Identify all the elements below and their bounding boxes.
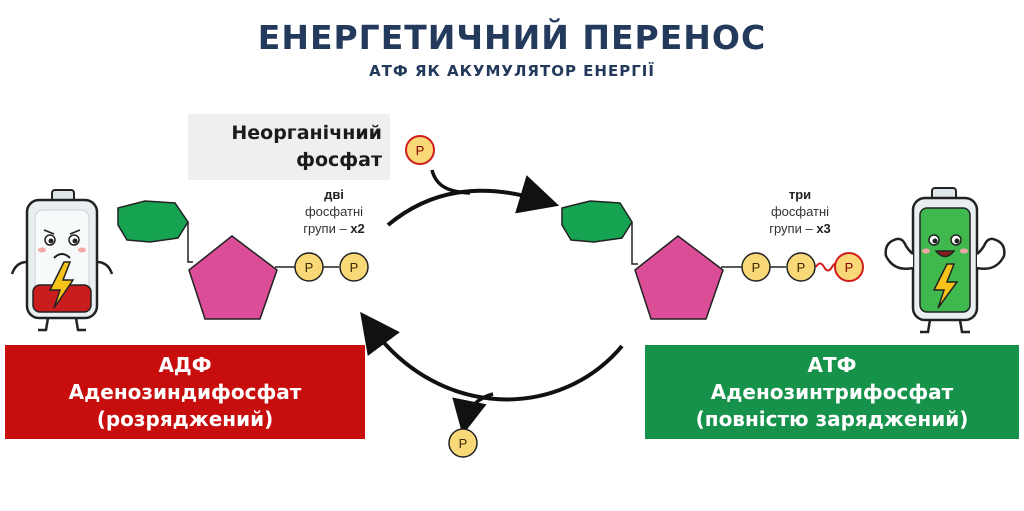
svg-text:P: P <box>305 260 314 275</box>
adp-adenine-bond <box>187 222 193 263</box>
adp-phosphate-2 <box>339 252 369 282</box>
svg-text:P: P <box>752 260 761 275</box>
atp-state: (повністю заряджений) <box>695 406 969 431</box>
adp-panel: АДФ Аденозиндифосфат (розряджений) <box>5 345 365 439</box>
svg-text:P: P <box>459 436 468 451</box>
atp-ribose <box>634 235 724 320</box>
svg-text:P: P <box>350 260 359 275</box>
adp-state: (розряджений) <box>96 406 274 431</box>
cycle-arrow-bottom <box>360 311 624 402</box>
adp-molecule: P P <box>117 200 369 320</box>
phosphate-in-arrow <box>430 169 471 195</box>
adp-ribose <box>188 235 278 320</box>
atp-phosphate-3 <box>834 252 864 282</box>
svg-text:P: P <box>797 260 806 275</box>
phosphate-out-arrow <box>452 392 494 436</box>
atp-phosphate-1 <box>741 252 771 282</box>
adp-phosphate-1 <box>294 252 324 282</box>
adp-phosphate-groups-label: дві фосфатні групи – x2 <box>303 187 365 236</box>
discharged-battery-icon <box>10 189 114 332</box>
adp-full-name: Аденозиндифосфат <box>68 379 302 404</box>
released-phosphate <box>448 428 478 458</box>
lightning-icon <box>48 261 75 309</box>
atp-panel: АТФ Аденозинтрифосфат (повністю заряджен… <box>645 345 1019 439</box>
lightning-icon <box>932 263 959 309</box>
page-subtitle: АТФ ЯК АКУМУЛЯТОР ЕНЕРГІЇ <box>369 62 655 80</box>
inorganic-phosphate-label: Неорганічний фосфат <box>231 122 382 171</box>
cycle-arrow-top <box>386 175 560 227</box>
atp-adenine <box>561 200 633 243</box>
atp-phosphate-groups-label: три фосфатні групи – x3 <box>769 187 831 236</box>
atp-phosphate-2 <box>786 252 816 282</box>
page-title: ЕНЕРГЕТИЧНИЙ ПЕРЕНОС <box>257 18 767 57</box>
atp-adenine-bond <box>631 222 638 265</box>
adp-abbreviation: АДФ <box>158 352 212 377</box>
incoming-phosphate <box>405 135 435 165</box>
charged-battery-icon <box>884 187 1006 334</box>
adp-adenine <box>117 200 189 243</box>
atp-abbreviation: АТФ <box>807 352 857 377</box>
svg-text:P: P <box>845 260 854 275</box>
svg-text:P: P <box>416 143 425 158</box>
inorganic-phosphate-label-box: Неорганічний фосфат <box>188 114 390 180</box>
atp-full-name: Аденозинтрифосфат <box>710 379 954 404</box>
atp-molecule: P P P <box>561 200 864 320</box>
